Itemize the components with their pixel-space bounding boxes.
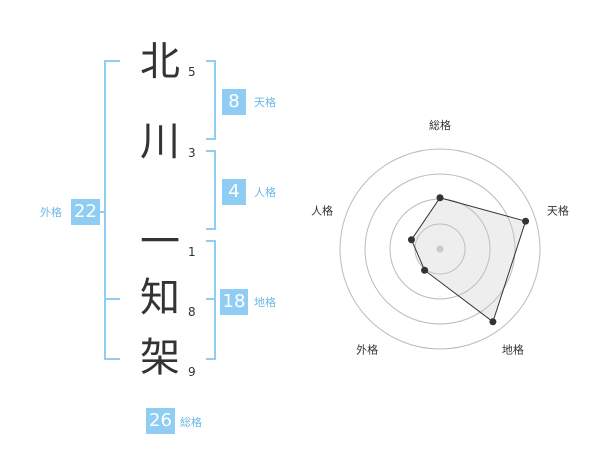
character-4: 知 xyxy=(140,275,180,321)
radar-axis-label-4: 外格 xyxy=(356,342,378,356)
radar-center-dot xyxy=(436,245,444,253)
radar-point-1 xyxy=(436,194,444,202)
character-3: 一 xyxy=(140,219,180,265)
radar-polygon xyxy=(410,197,527,323)
gaikaku-connector xyxy=(96,211,105,213)
radar-ring xyxy=(364,173,516,325)
stroke-count-4: 8 xyxy=(188,305,196,319)
radar-point-5 xyxy=(407,236,415,244)
chikaku-value: 18 xyxy=(220,289,248,315)
radar-axis-label-3: 地格 xyxy=(502,342,524,356)
character-2: 川 xyxy=(140,119,180,165)
character-1: 北 xyxy=(140,39,180,85)
soukaku-label: 総格 xyxy=(180,416,202,429)
stroke-count-2: 3 xyxy=(188,146,196,160)
tenkaku-bracket xyxy=(206,60,216,140)
radar-axis-label-1: 総格 xyxy=(429,118,451,132)
soukaku-value: 26 xyxy=(146,408,175,434)
tenkaku-value: 8 xyxy=(222,89,246,115)
chikaku-bracket xyxy=(206,240,216,360)
stroke-count-3: 1 xyxy=(188,245,196,259)
radar-axis-label-2: 天格 xyxy=(547,204,569,218)
jinkaku-bracket xyxy=(206,150,216,230)
radar-point-3 xyxy=(489,318,497,326)
stroke-count-1: 5 xyxy=(188,65,196,79)
jinkaku-label: 人格 xyxy=(254,186,276,199)
gaikaku-bracket xyxy=(104,60,120,360)
gaikaku-value: 22 xyxy=(71,199,100,225)
chikaku-inner-tick xyxy=(206,298,216,300)
radar-point-2 xyxy=(522,217,530,225)
chikaku-label: 地格 xyxy=(254,296,276,309)
gaikaku-label: 外格 xyxy=(40,206,62,219)
jinkaku-value: 4 xyxy=(222,179,246,205)
character-5: 架 xyxy=(140,335,180,381)
radar-ring xyxy=(339,148,541,350)
stroke-count-5: 9 xyxy=(188,365,196,379)
gaikaku-inner-tick xyxy=(104,298,120,300)
radar-point-4 xyxy=(421,266,429,274)
tenkaku-label: 天格 xyxy=(254,96,276,109)
radar-axis-label-5: 人格 xyxy=(311,204,333,218)
